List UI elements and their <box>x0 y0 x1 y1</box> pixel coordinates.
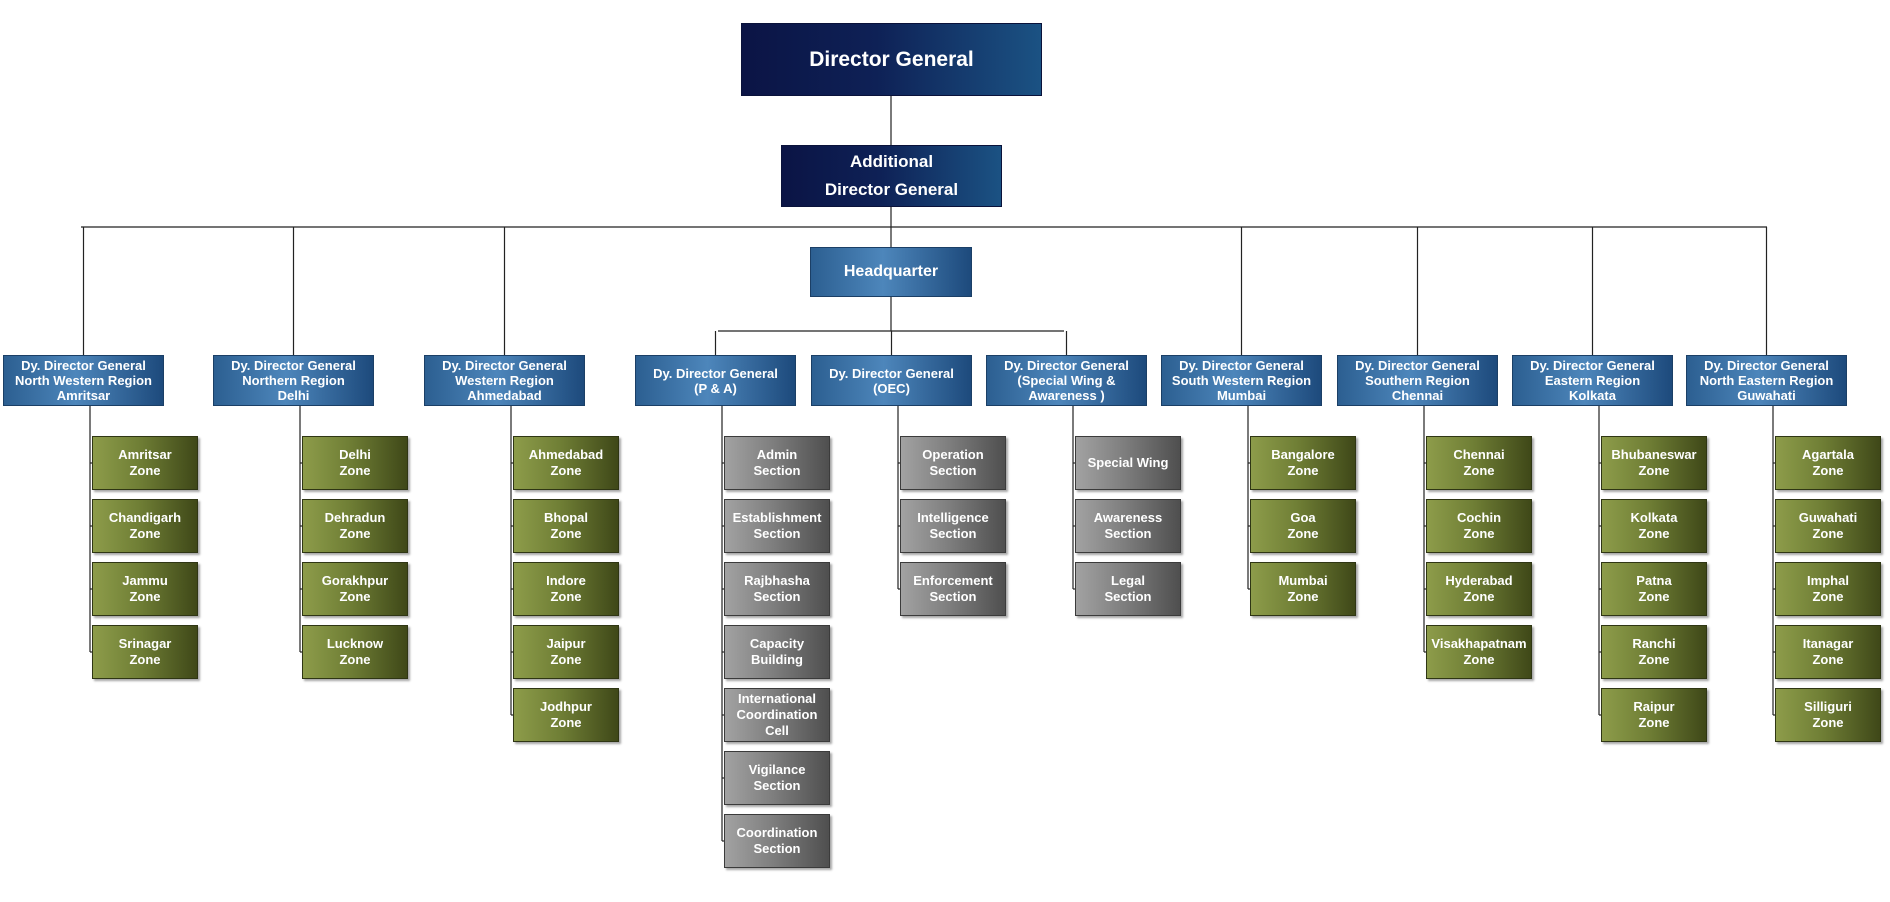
zone-box: Jammu Zone <box>92 562 198 616</box>
zone-box: Silliguri Zone <box>1775 688 1881 742</box>
zone-box: Raipur Zone <box>1601 688 1707 742</box>
zone-box: Ahmedabad Zone <box>513 436 619 490</box>
zone-box: Amritsar Zone <box>92 436 198 490</box>
director-general-box: Director General <box>741 23 1042 96</box>
zone-box: Gorakhpur Zone <box>302 562 408 616</box>
zone-box: Patna Zone <box>1601 562 1707 616</box>
zone-box: Kolkata Zone <box>1601 499 1707 553</box>
zone-box: Imphal Zone <box>1775 562 1881 616</box>
region-box-northern: Dy. Director General Northern Region Del… <box>213 355 374 406</box>
region-box-north-eastern: Dy. Director General North Eastern Regio… <box>1686 355 1847 406</box>
zone-box: Chandigarh Zone <box>92 499 198 553</box>
section-box: International Coordination Cell <box>724 688 830 742</box>
section-box: Vigilance Section <box>724 751 830 805</box>
section-box: Intelligence Section <box>900 499 1006 553</box>
zone-box: Guwahati Zone <box>1775 499 1881 553</box>
zone-box: Bhopal Zone <box>513 499 619 553</box>
section-box: Operation Section <box>900 436 1006 490</box>
section-box: Capacity Building <box>724 625 830 679</box>
region-box-p-and-a: Dy. Director General (P & A) <box>635 355 796 406</box>
section-box: Establishment Section <box>724 499 830 553</box>
section-box: Awareness Section <box>1075 499 1181 553</box>
zone-box: Cochin Zone <box>1426 499 1532 553</box>
zone-box: Mumbai Zone <box>1250 562 1356 616</box>
region-box-southern: Dy. Director General Southern Region Che… <box>1337 355 1498 406</box>
zone-box: Lucknow Zone <box>302 625 408 679</box>
region-box-south-western: Dy. Director General South Western Regio… <box>1161 355 1322 406</box>
zone-box: Bangalore Zone <box>1250 436 1356 490</box>
zone-box: Agartala Zone <box>1775 436 1881 490</box>
zone-box: Goa Zone <box>1250 499 1356 553</box>
region-box-oec: Dy. Director General (OEC) <box>811 355 972 406</box>
region-box-western: Dy. Director General Western Region Ahme… <box>424 355 585 406</box>
section-box: Legal Section <box>1075 562 1181 616</box>
zone-box: Dehradun Zone <box>302 499 408 553</box>
additional-director-general-box: Additional Director General <box>781 145 1002 207</box>
region-box-eastern: Dy. Director General Eastern Region Kolk… <box>1512 355 1673 406</box>
zone-box: Jaipur Zone <box>513 625 619 679</box>
zone-box: Srinagar Zone <box>92 625 198 679</box>
zone-box: Itanagar Zone <box>1775 625 1881 679</box>
zone-box: Hyderabad Zone <box>1426 562 1532 616</box>
section-box: Enforcement Section <box>900 562 1006 616</box>
section-box: Admin Section <box>724 436 830 490</box>
zone-box: Bhubaneswar Zone <box>1601 436 1707 490</box>
section-box: Coordination Section <box>724 814 830 868</box>
section-box: Rajbhasha Section <box>724 562 830 616</box>
region-box-north-western: Dy. Director General North Western Regio… <box>3 355 164 406</box>
zone-box: Delhi Zone <box>302 436 408 490</box>
headquarter-box: Headquarter <box>810 247 972 297</box>
zone-box: Chennai Zone <box>1426 436 1532 490</box>
zone-box: Indore Zone <box>513 562 619 616</box>
zone-box: Jodhpur Zone <box>513 688 619 742</box>
region-box-special-wing-awareness: Dy. Director General (Special Wing & Awa… <box>986 355 1147 406</box>
zone-box: Visakhapatnam Zone <box>1426 625 1532 679</box>
section-box: Special Wing <box>1075 436 1181 490</box>
zone-box: Ranchi Zone <box>1601 625 1707 679</box>
